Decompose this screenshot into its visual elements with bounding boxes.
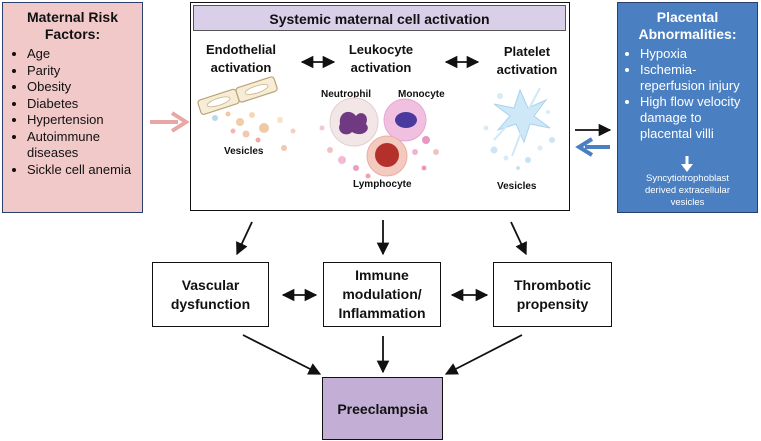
risk-factor-item: Diabetes xyxy=(27,96,142,113)
placental-abnormality-item: Ischemia-reperfusion injury xyxy=(640,62,757,94)
placental-abnormality-item: Hypoxia xyxy=(640,46,757,62)
blue-arrow xyxy=(575,137,610,157)
lymphocyte-label: Lymphocyte xyxy=(353,179,412,190)
stb-vesicles-label: Syncytiotrophoblast derived extracellula… xyxy=(644,173,730,208)
systemic-activation-box: Systemic maternal cell activation Endoth… xyxy=(190,2,570,211)
systemic-activation-title: Systemic maternal cell activation xyxy=(193,5,566,31)
preeclampsia-box: Preeclampsia xyxy=(322,377,443,440)
risk-factor-item: Parity xyxy=(27,63,142,80)
maternal-risk-title: Maternal Risk Factors: xyxy=(26,9,119,42)
vascular-to-preeclampsia-arrow xyxy=(242,334,322,375)
vesicles-right-label: Vesicles xyxy=(497,181,537,192)
risk-factor-item: Obesity xyxy=(27,79,142,96)
thrombotic-to-preeclampsia-arrow xyxy=(444,334,523,375)
risk-factor-item: Autoimmune diseases xyxy=(27,129,142,162)
risk-factor-list: Age Parity Obesity Diabetes Hypertension… xyxy=(3,46,142,178)
pink-arrow xyxy=(150,111,190,133)
neutrophil-label: Neutrophil xyxy=(321,89,371,100)
down-arrow-vascular xyxy=(236,221,253,256)
preeclampsia-label: Preeclampsia xyxy=(337,400,428,417)
endothelial-activation-label: Endothelial activation xyxy=(205,42,277,75)
risk-factor-item: Hypertension xyxy=(27,112,142,129)
leukocyte-activation-label: Leukocyte activation xyxy=(348,42,414,75)
placental-abnormality-list: Hypoxia Ischemia-reperfusion injury High… xyxy=(618,46,757,142)
placental-abnormality-item: High flow velocity damage to placental v… xyxy=(640,94,757,142)
maternal-risk-factors-box: Maternal Risk Factors: Age Parity Obesit… xyxy=(2,2,143,213)
platelet-activation-label: Platelet activation xyxy=(496,44,558,77)
risk-factor-item: Age xyxy=(27,46,142,63)
placental-abnormalities-box: Placental Abnormalities: Hypoxia Ischemi… xyxy=(617,2,758,213)
placental-abnormalities-title: Placental Abnormalities: xyxy=(638,9,737,42)
monocyte-label: Monocyte xyxy=(398,89,445,100)
down-arrow-thrombotic xyxy=(510,221,527,256)
vesicles-left-label: Vesicles xyxy=(224,146,264,157)
risk-factor-item: Sickle cell anemia xyxy=(27,162,142,179)
